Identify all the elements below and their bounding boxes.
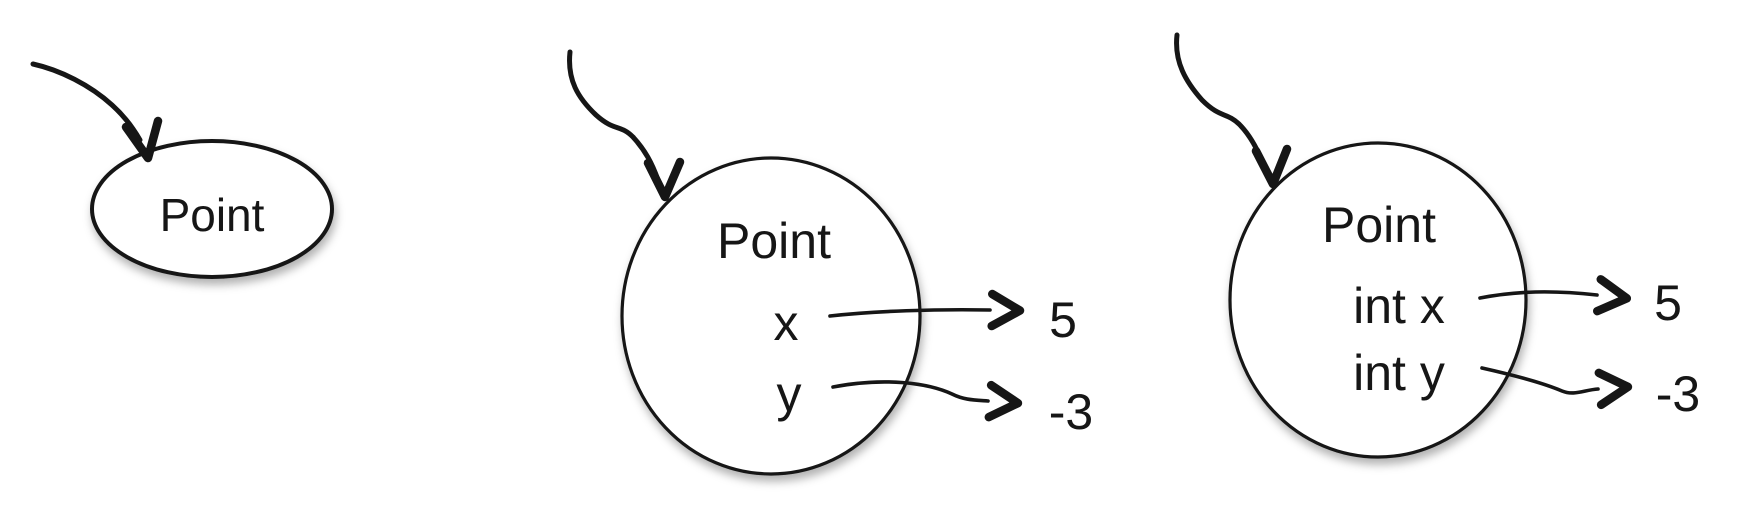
class-title-label: Point	[160, 189, 265, 241]
figure-class-point: Point	[30, 61, 334, 279]
reference-arrowhead-icon	[643, 157, 685, 202]
object-circle	[1228, 141, 1528, 459]
field-arrow-int-x	[1478, 275, 1632, 316]
field-arrow-y	[831, 380, 1023, 422]
reference-arrow-shaft	[567, 49, 661, 183]
figure-point-object-typed: Point int x int y 5 -3	[1174, 32, 1700, 459]
object-circle	[620, 156, 922, 476]
field-label-int-x: int x	[1353, 278, 1445, 334]
reference-arrow-shaft	[30, 61, 143, 143]
field-value-x: 5	[1049, 292, 1077, 348]
class-ellipse	[90, 139, 334, 279]
reference-arrow-shaft	[1174, 32, 1267, 169]
field-arrow-int-y	[1480, 366, 1633, 410]
field-value-int-x: 5	[1654, 275, 1682, 331]
field-label-y: y	[777, 366, 802, 422]
field-label-int-y: int y	[1353, 345, 1445, 401]
figure-point-object: Point x y 5 -3	[567, 49, 1093, 476]
reference-arrowhead-icon	[1251, 144, 1292, 189]
object-title-label: Point	[717, 213, 831, 269]
object-title-label: Point	[1322, 197, 1436, 253]
field-arrow-x	[828, 289, 1025, 331]
reference-arrowhead-icon	[121, 116, 163, 163]
field-value-int-y: -3	[1656, 366, 1700, 422]
field-label-x: x	[774, 295, 799, 351]
field-value-y: -3	[1049, 384, 1093, 440]
